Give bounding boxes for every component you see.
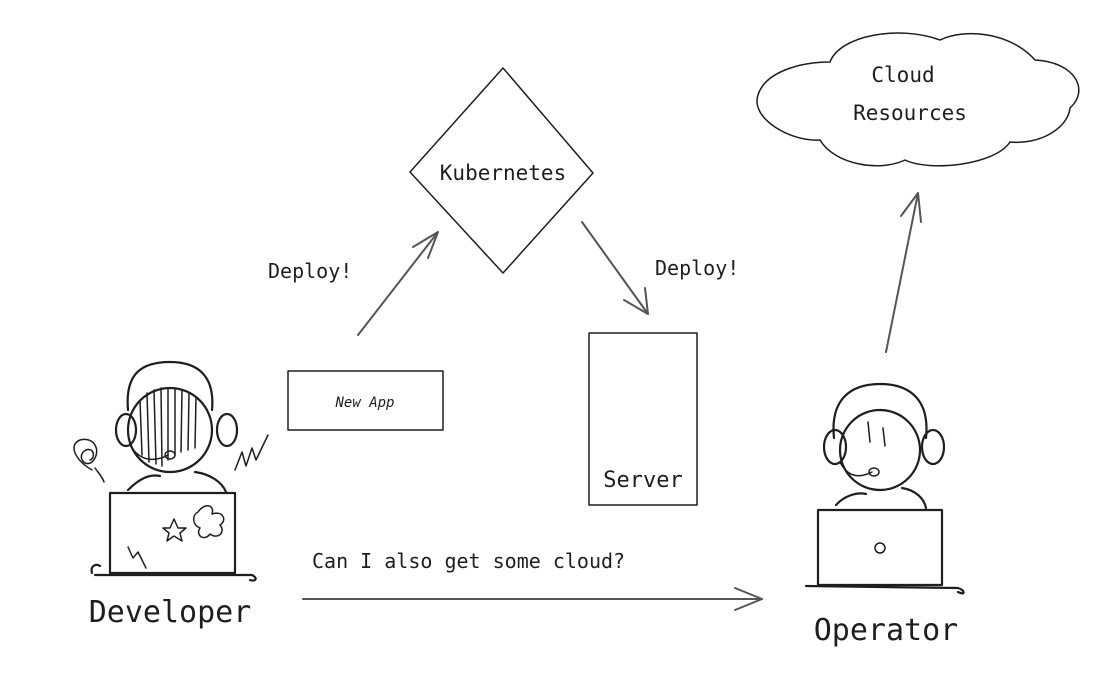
developer-figure: Developer (73, 360, 269, 630)
headset-left-cup (822, 428, 848, 466)
headset-right-cup (215, 412, 239, 448)
developer-shoulders (126, 470, 228, 494)
edge-kubernetes-to-server: Deploy! (581, 221, 739, 315)
operator-eye-right (882, 427, 886, 447)
headset-right-cup (920, 428, 946, 466)
mic-tip (868, 467, 880, 477)
operator-figure: Operator (804, 382, 965, 648)
frustration-zigzag-icon (234, 434, 269, 471)
arrow-head-icon (900, 192, 922, 223)
developer-label: Developer (89, 595, 252, 630)
kubernetes-label: Kubernetes (440, 161, 566, 185)
edge-developer-to-operator: Can I also get some cloud? (302, 549, 763, 611)
cloud-shape (756, 32, 1080, 167)
operator-head (838, 408, 922, 492)
operator-label: Operator (814, 613, 959, 648)
arrow-line (357, 231, 439, 336)
kubernetes-diamond-shape (409, 67, 594, 274)
headset-left-cup (114, 412, 138, 448)
headset-mic (839, 461, 873, 477)
arrow-head-icon (734, 587, 763, 611)
sticker-bird-icon (193, 505, 225, 539)
server-label: Server (603, 468, 682, 493)
cloud-label-line2: Resources (853, 101, 967, 125)
edge-operator-to-cloud (885, 192, 922, 353)
sticker-star-icon (162, 518, 187, 542)
cloud-node: Cloud Resources (756, 32, 1080, 167)
sticker-bolt-icon (127, 546, 147, 569)
operator-laptop-base (804, 584, 965, 595)
headset-band (832, 382, 928, 440)
edge-label-deploy-1: Deploy! (268, 259, 352, 283)
cloud-label-line1: Cloud (871, 63, 934, 87)
server-box-shape (588, 332, 698, 506)
laptop-logo-icon (874, 542, 886, 554)
headset-band (126, 360, 214, 412)
new-app-node: New App (287, 370, 444, 431)
new-app-box-shape (287, 370, 444, 431)
developer-head (126, 386, 214, 474)
new-app-label: New App (334, 395, 394, 411)
operator-shoulders (834, 486, 928, 510)
developer-laptop-base (90, 563, 257, 582)
angry-scribble-icon (73, 438, 105, 483)
edge-label-question: Can I also get some cloud? (312, 549, 625, 573)
edge-label-deploy-2: Deploy! (655, 256, 739, 280)
developer-laptop (108, 491, 237, 575)
arrow-line (581, 221, 649, 315)
arrow-head-icon (412, 231, 439, 259)
edge-newapp-to-kubernetes: Deploy! (268, 231, 439, 336)
operator-laptop (816, 508, 944, 587)
server-node: Server (588, 332, 698, 506)
developer-hair (139, 387, 197, 467)
arrow-head-icon (623, 287, 649, 315)
arrow-line (885, 192, 919, 353)
operator-eye-left (867, 421, 871, 443)
kubernetes-node: Kubernetes (409, 67, 594, 274)
mic-tip (164, 450, 176, 460)
